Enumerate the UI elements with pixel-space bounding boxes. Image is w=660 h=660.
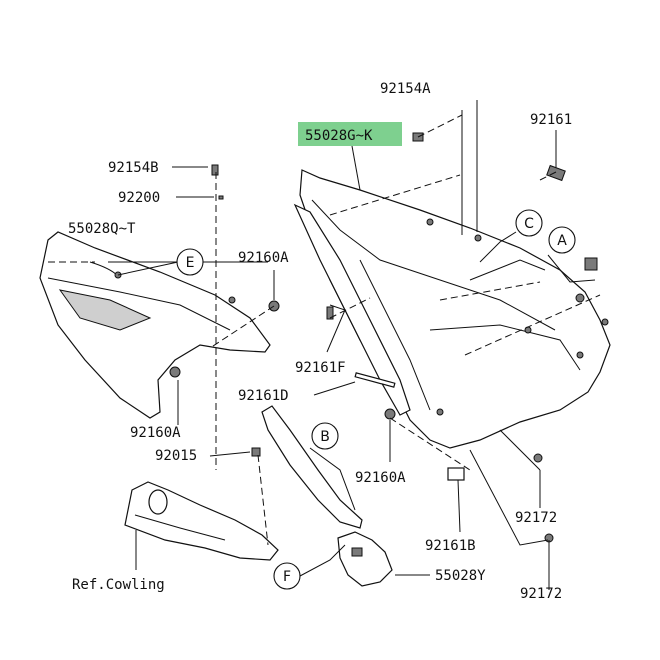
label-92015[interactable]: 92015 (155, 448, 197, 464)
svg-text:C: C (524, 216, 534, 232)
label-92172-lower[interactable]: 92172 (520, 586, 562, 602)
label-55028Y[interactable]: 55028Y (435, 568, 486, 584)
callout-c: C (515, 209, 543, 237)
left-side-cover (39, 231, 271, 419)
svg-text:A: A (557, 233, 567, 249)
label-92161B[interactable]: 92161B (425, 538, 476, 554)
callout-a: A (548, 226, 576, 254)
part-number-highlight (298, 122, 402, 146)
label-92161-top[interactable]: 92161 (530, 112, 572, 128)
label-92161D[interactable]: 92161D (238, 388, 289, 404)
label-55028GK[interactable]: 55028G~K (305, 128, 373, 144)
label-92200[interactable]: 92200 (118, 190, 160, 206)
inner-trim-panel (261, 203, 411, 529)
svg-text:E: E (186, 255, 195, 271)
label-55028QT[interactable]: 55028Q~T (68, 221, 136, 237)
label-92172-upper[interactable]: 92172 (515, 510, 557, 526)
label-ref-cowling[interactable]: Ref.Cowling (72, 577, 165, 593)
callout-e: E (176, 248, 204, 276)
label-92160A-left[interactable]: 92160A (130, 425, 181, 441)
label-92161F[interactable]: 92161F (295, 360, 346, 376)
svg-text:F: F (283, 569, 291, 585)
lower-front-part (337, 531, 393, 587)
ref-cowling-part (124, 481, 279, 561)
label-92154A[interactable]: 92154A (380, 81, 431, 97)
part-labels: 92154A 55028G~K 92161 92154B 92200 55028… (68, 81, 572, 602)
label-92154B[interactable]: 92154B (108, 160, 159, 176)
label-92160A-mid[interactable]: 92160A (238, 250, 289, 266)
leader-lines (108, 100, 596, 590)
callout-b: B (311, 422, 339, 450)
assembly-dashed-lines (48, 114, 601, 546)
fasteners (169, 132, 598, 543)
svg-text:B: B (320, 429, 330, 445)
label-92160A-right[interactable]: 92160A (355, 470, 406, 486)
callout-f: F (273, 562, 301, 590)
